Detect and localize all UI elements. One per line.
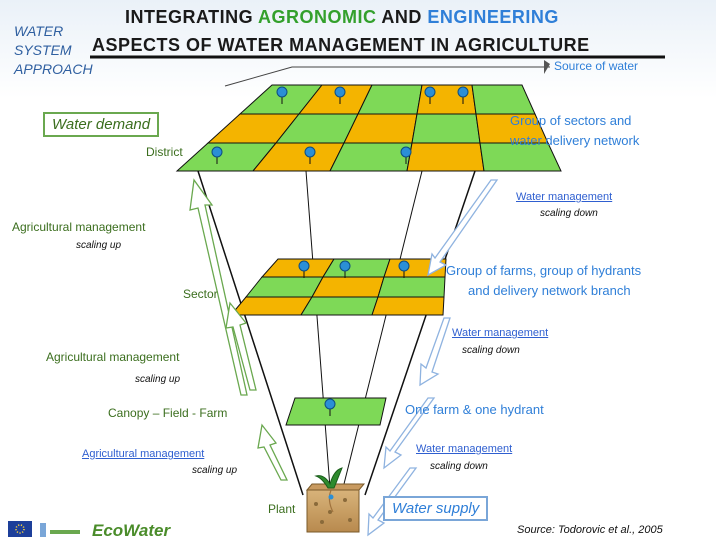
funnel-right <box>364 170 476 496</box>
scaling-down-1: scaling down <box>540 208 598 219</box>
district-desc-line2: water delivery network <box>510 133 640 148</box>
scaling-up-2: scaling up <box>135 374 181 385</box>
scaling-down-2: scaling down <box>462 345 520 356</box>
water-supply-box: Water supply <box>383 496 489 521</box>
sector-desc-line2: and delivery network branch <box>468 283 631 298</box>
source-citation: Source: Todorovic et al., 2005 <box>517 524 663 536</box>
farm-desc: One farm & one hydrant <box>405 402 544 417</box>
agricultural-management-2: Agricultural management <box>46 350 180 364</box>
side-label-water: WATER <box>14 23 64 39</box>
farm-plane <box>285 397 387 426</box>
funnel-inner-1 <box>305 170 331 489</box>
plant-label: Plant <box>268 502 296 516</box>
agricultural-management-3[interactable]: Agricultural management <box>82 448 205 460</box>
district-plane <box>175 84 562 172</box>
title-part-and: AND <box>376 7 428 27</box>
source-of-water-label: Source of water <box>554 59 639 73</box>
ecowater-logo: EcoWater <box>92 521 171 540</box>
side-label-approach: APPROACH <box>14 61 93 77</box>
canopy-field-farm-label: Canopy – Field - Farm <box>108 406 228 420</box>
agricultural-management-1: Agricultural management <box>12 220 146 234</box>
logo-stripes-icon <box>40 523 80 537</box>
side-label-system: SYSTEM <box>14 42 72 58</box>
sector-hydrants <box>298 260 410 278</box>
source-marker <box>544 60 550 74</box>
scaling-up-1: scaling up <box>76 240 122 251</box>
agricultural-management-arrows <box>189 178 289 481</box>
title-line-2: ASPECTS OF WATER MANAGEMENT IN AGRICULTU… <box>92 35 590 55</box>
sector-plane <box>229 258 447 316</box>
water-management-arrows <box>367 179 499 537</box>
water-management-link-3[interactable]: Water management <box>416 443 513 455</box>
district-desc-line1: Group of sectors and <box>510 113 632 128</box>
scaling-down-3: scaling down <box>430 461 488 472</box>
title-part-integrating: INTEGRATING <box>125 7 258 27</box>
title-line-1: INTEGRATING AGRONOMIC AND ENGINEERING <box>125 8 559 26</box>
sector-label: Sector <box>183 287 218 301</box>
sector-desc-line1: Group of farms, group of hydrants <box>446 263 642 278</box>
farm-hydrant <box>324 398 336 416</box>
title-part-engineering: ENGINEERING <box>427 7 559 27</box>
district-label: District <box>146 145 183 159</box>
funnel-left <box>197 170 304 496</box>
source-line <box>224 66 550 87</box>
title-part-agronomic: AGRONOMIC <box>258 7 377 27</box>
district-hydrants <box>211 86 469 164</box>
water-management-link-1[interactable]: Water management <box>516 191 613 203</box>
water-demand-box: Water demand <box>43 112 160 137</box>
plant-icon <box>305 467 366 533</box>
water-management-link-2[interactable]: Water management <box>452 327 549 339</box>
scaling-up-3: scaling up <box>192 465 238 476</box>
funnel-inner-2 <box>342 170 423 489</box>
eu-flag-icon <box>8 521 32 537</box>
